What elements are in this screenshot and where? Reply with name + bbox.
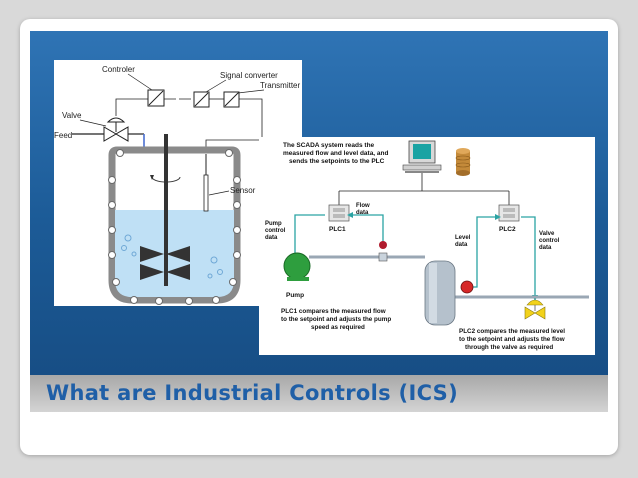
- sensor-probe: [203, 174, 209, 212]
- slide-title: What are Industrial Controls (ICS): [46, 381, 458, 405]
- feed-label: Feed: [54, 131, 72, 140]
- plc1-description: PLC1 compares the measured flow to the s…: [281, 308, 393, 331]
- rotation-arrow: [151, 176, 181, 183]
- control-valve-icon: [524, 299, 546, 320]
- flow-data-label: Flow data: [356, 203, 371, 216]
- level-data-label: Level data: [455, 235, 472, 248]
- transmitter-label: Transmitter: [260, 81, 300, 90]
- storage-tank-icon: [424, 260, 456, 326]
- sensor-label: Sensor: [230, 186, 256, 195]
- valve-label: Valve: [62, 111, 82, 120]
- scada-description: The SCADA system reads the measured flow…: [283, 142, 390, 165]
- controller-label: Controler: [102, 65, 135, 74]
- plc2-label: PLC2: [499, 226, 516, 233]
- plc2-description: PLC2 compares the measured level to the …: [459, 328, 567, 351]
- flow-sensor-icon: [378, 241, 388, 262]
- signal-converter-label: Signal converter: [220, 71, 278, 80]
- valve-control-data-label: Valve control data: [539, 231, 561, 251]
- level-sensor-icon: [460, 280, 474, 294]
- pump-label: Pump: [286, 292, 304, 299]
- title-bar: [30, 375, 608, 412]
- plc1-label: PLC1: [329, 226, 346, 233]
- impeller-bottom: [140, 264, 190, 280]
- plc2-icon: [498, 204, 520, 222]
- scada-computer-icon: [402, 140, 442, 173]
- valve-actuator: [106, 117, 126, 123]
- impeller-top: [140, 246, 190, 262]
- plc1-icon: [328, 204, 350, 222]
- scada-diagram: The SCADA system reads the measured flow…: [259, 137, 595, 355]
- pump-control-data-label: Pump control data: [265, 221, 287, 241]
- database-icon: [455, 148, 471, 176]
- pump-icon: [283, 252, 311, 280]
- agitator-shaft: [164, 134, 168, 286]
